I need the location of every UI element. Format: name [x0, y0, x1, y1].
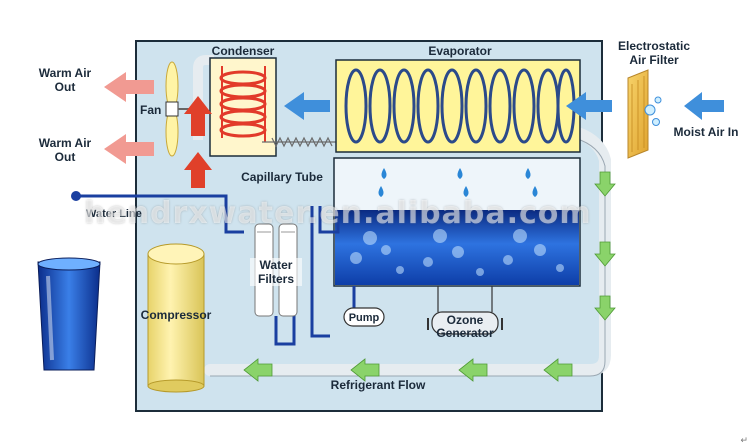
heat-arrow [184, 96, 212, 136]
compressor [147, 243, 205, 393]
condenser-label: Condenser [211, 44, 275, 58]
warm-air-arrow [104, 72, 154, 102]
warm-air-out-label-2-line1: Warm Air [38, 136, 92, 150]
warm-air-arrows [104, 72, 154, 164]
refrigerant-flow-label: Refrigerant Flow [330, 378, 426, 392]
pump-label: Pump [348, 312, 380, 324]
air-arrow [566, 92, 612, 120]
fan-label: Fan [140, 103, 162, 117]
pump [343, 307, 385, 327]
fan [165, 61, 198, 157]
corner-mark: ↵ [740, 435, 748, 445]
flow-arrow [243, 358, 273, 382]
evaporator-label: Evaporator [428, 44, 492, 58]
moist-air-in-label: Moist Air In [673, 125, 739, 139]
ozone-generator-label-line2: Generator [436, 326, 494, 340]
electrostatic-filter-label-line1: Electrostatic [617, 39, 691, 53]
droplet [378, 186, 384, 197]
heat-arrow [184, 152, 212, 188]
watermark: hendrxwater.en.alibaba.com [84, 196, 592, 231]
electrostatic-filter-label-line2: Air Filter [629, 53, 679, 67]
glass-of-water [37, 257, 101, 371]
air-flow-arrows [284, 92, 724, 120]
ozone-generator-label-line1: Ozone [446, 313, 484, 327]
droplet [525, 168, 531, 179]
air-arrow [684, 92, 724, 120]
electrostatic-filter [627, 69, 662, 159]
flow-arrow [594, 241, 616, 267]
flow-arrow [458, 358, 488, 382]
capillary-tube-label: Capillary Tube [241, 170, 323, 184]
water-filters-label-line2: Filters [250, 272, 302, 286]
water-filters-label-line1: Water [250, 258, 302, 272]
water-line-label: Water Line [86, 208, 142, 220]
droplet [532, 186, 538, 197]
refrigerant-flow-arrows [243, 171, 616, 382]
flow-arrow [594, 295, 616, 321]
flow-arrow [350, 358, 380, 382]
droplet [457, 168, 463, 179]
flow-arrow [594, 171, 616, 197]
air-arrow [284, 92, 330, 120]
capillary-tube [262, 136, 338, 148]
ozone-generator [427, 286, 503, 335]
tank-bubbles [350, 229, 564, 276]
warm-air-arrow [104, 134, 154, 164]
droplet [463, 186, 469, 197]
flow-arrow [543, 358, 573, 382]
warm-air-out-label-1-line1: Warm Air [38, 66, 92, 80]
warm-air-out-label-2-line2: Out [54, 150, 76, 164]
warm-air-out-label-1-line2: Out [54, 80, 76, 94]
water-droplets [378, 168, 538, 197]
droplet [381, 168, 387, 179]
heat-arrows [184, 96, 212, 188]
evaporator-coil [344, 68, 576, 144]
compressor-label: Compressor [140, 308, 212, 322]
water-line-tap-icon [71, 191, 81, 201]
